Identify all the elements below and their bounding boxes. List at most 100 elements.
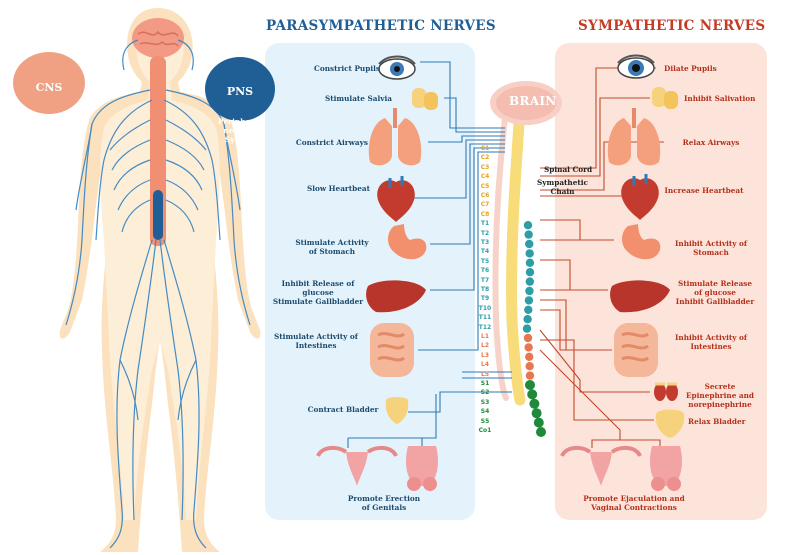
sympathetic-nerve-line [540,219,614,241]
chain-ganglion [523,221,533,230]
spine-column [492,104,526,406]
chain-ganglion [525,352,534,361]
label-inhibit-intestines: Inhibit Activity of Intestines [675,333,747,351]
label-stimulate-salvia: Stimulate Salvia [324,94,392,103]
segment-label-thoracic: T12 [478,323,492,331]
label-stimulate-intestines: Stimulate Activity of Intestines [274,332,358,350]
label-promote-erection: Promote Erection of Genitals [347,494,421,512]
label-relax-bladder: Relax Bladder [688,417,746,426]
sympathetic-panel [555,43,767,520]
parasympathetic-nerve-line [420,61,505,129]
segment-label-thoracic: T7 [480,276,490,284]
stomach-icon [622,224,661,260]
eye-icon [378,55,416,80]
heart-icon [377,176,415,222]
segment-label-lumbar: L2 [481,342,489,350]
label-inhibit-stomach: Inhibit Activity of Stomach [675,239,747,257]
liver-icon [610,280,670,313]
segment-label-lumbar: L3 [481,351,489,359]
chain-ganglion [529,398,540,409]
segment-label-thoracic: T3 [480,239,490,246]
label-constrict-airways: Constrict Airways [295,138,368,147]
parasympathetic-title: PARASYMPATHETIC NERVES [266,18,496,34]
label-relax-airways: Relax Airways [682,138,740,147]
adrenal-kidney-icon [654,382,678,401]
pns-abbr: PNS [226,85,254,98]
segment-label-sacral: S1 [480,380,490,387]
male-reproductive-icon [406,446,438,491]
parasympathetic-nerve-line [430,143,505,245]
label-dilate-pupils: Dilate Pupils [664,64,717,73]
parasympathetic-nerve-line [347,394,437,448]
segment-label-thoracic: T11 [478,314,492,322]
segment-label-thoracic: T10 [478,304,492,312]
label-stimulate-stomach: Stimulate Activity of Stomach [295,238,369,256]
chain-ganglion [525,380,535,390]
sympathetic-nerve-line [540,299,612,351]
segment-label-sacral: S3 [480,398,490,406]
cns-text: Central nervous System [32,113,66,140]
spinal-cord-label: Spinal Cord [544,165,593,174]
female-reproductive-icon [316,445,398,486]
segment-label-cervical: C6 [480,192,490,199]
sympathetic-title: SYMPATHETIC NERVES [578,18,766,34]
sympathetic-chain [522,221,546,437]
chain-ganglion [524,343,533,352]
segment-label-sacral: Co1 [478,427,492,434]
chain-ganglion [524,230,533,239]
sympathetic-nerve-line [539,349,621,440]
segment-label-lumbar: L5 [481,370,489,378]
liver-icon [366,280,426,313]
eye-icon [617,54,655,79]
chain-ganglion [533,417,544,428]
intestines-icon [370,323,414,377]
label-promote-ejaculation: Promote Ejaculation and Vaginal Contract… [583,494,685,512]
human-body [59,8,261,552]
segment-label-cervical: C2 [480,154,490,162]
segment-label-sacral: S4 [480,408,490,416]
salivary-gland-icon [412,88,438,110]
chain-ganglion [525,362,534,371]
segment-label-thoracic: T1 [480,220,490,228]
chain-ganglion [524,305,533,314]
sympathetic-nerve-line [591,439,661,448]
chain-ganglion [525,268,535,277]
chain-ganglion [531,408,542,419]
label-inhibit-glucose-gallbladder: Inhibit Release of glucose Stimulate Gal… [272,279,364,306]
segment-label-thoracic: T9 [480,295,490,303]
segment-label-cervical: C3 [480,163,490,171]
segment-label-thoracic: T5 [480,257,490,265]
brain-label: BRAIN [509,94,557,108]
chain-ganglion [525,286,534,296]
sympathetic-nerve-line [540,141,664,191]
pns-badge: PNS Peripheral nervous System [205,57,275,144]
bladder-icon [385,397,409,424]
parasympathetic-nerve-line [428,135,505,143]
sympathetic-nerve-line [540,339,654,421]
chain-ganglion [524,296,534,305]
sympathetic-nerve-line [540,259,608,291]
segment-label-thoracic: T4 [480,248,490,256]
segment-label-thoracic: T2 [480,229,490,237]
cns-badge: CNS Central nervous System [13,52,85,140]
label-secrete-epinephrine: Secrete Epinephrine and norepinephrine [685,382,755,409]
segment-label-lumbar: L4 [481,361,489,369]
chain-ganglion [525,371,535,380]
chain-ganglion [523,333,533,343]
pns-text: Peripheral nervous System [217,117,263,144]
female-reproductive-icon [560,445,642,486]
male-reproductive-icon [650,446,682,491]
segment-label-cervical: C8 [480,210,490,218]
segment-label-cervical: C1 [480,145,490,152]
cns-abbr: CNS [35,81,63,94]
segment-label-cervical: C5 [480,182,490,190]
chain-ganglion [523,315,532,324]
bladder-icon [655,409,685,438]
label-contract-bladder: Contract Bladder [307,405,379,414]
chain-ganglion [522,324,532,333]
segment-label-cervical: C7 [480,201,490,209]
parasympathetic-nerve-line [414,139,505,199]
segment-label-lumbar: L1 [481,333,489,340]
parasympathetic-nerve-line [430,147,505,291]
chain-ganglion [525,249,534,258]
